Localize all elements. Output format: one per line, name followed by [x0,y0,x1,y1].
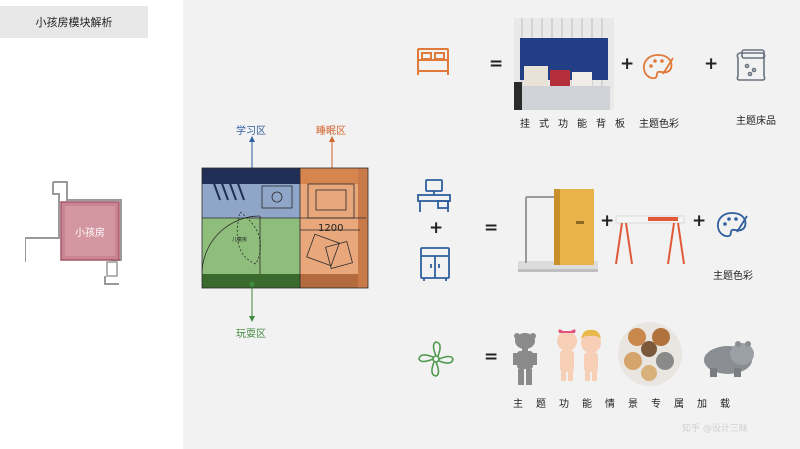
angel-dolls [557,329,601,381]
key-plan-room-label: 小孩房 [75,226,105,239]
kids-desk-photo [615,215,685,265]
key-plan: 小孩房 [25,181,122,285]
operator-equals-2: = [484,218,499,238]
hippo-figure [704,341,754,377]
operator-plus-5: + [692,211,707,231]
operator-equals-1: = [489,54,504,74]
caption-theme-scene: 主题功能情景专属加载 [513,399,743,410]
operator-plus-1: + [620,54,635,74]
plan-room-tag: 儿童房 [232,236,247,243]
fan-icon [418,341,454,377]
wardrobe-photo [518,189,598,272]
animal-heads-photo [618,322,682,386]
floor-plan: 1200 儿童房 [201,136,369,322]
operator-plus-2: + [704,54,719,74]
operator-plus-3: + [429,218,444,238]
study-zone-label: 学习区 [236,126,266,137]
watermark: 知乎 @设计三昧 [682,424,748,434]
caption-theme-bedding: 主题床品 [736,116,776,127]
plan-dimension: 1200 [318,223,343,234]
play-zone-label: 玩耍区 [236,329,266,340]
palette-icon [717,212,748,238]
bedding-icon [736,49,766,81]
left-panel: 小孩房模块解析 小孩房 [0,0,183,449]
caption-headboard: 挂式功能背板 [520,119,634,130]
desk-icon [417,179,451,212]
caption-theme-color-1: 主题色彩 [639,119,679,130]
arrow-play [249,281,255,322]
sleep-zone-label: 睡眠区 [316,126,346,137]
palette-icon [643,54,674,80]
bed-icon [417,48,449,75]
headboard-photo [514,18,614,110]
caption-theme-color-2: 主题色彩 [713,271,753,282]
operator-plus-4: + [600,211,615,231]
cabinet-icon [420,247,450,281]
page-title: 小孩房模块解析 [0,6,148,38]
operator-equals-3: = [484,347,499,367]
kaws-figure [513,333,537,385]
